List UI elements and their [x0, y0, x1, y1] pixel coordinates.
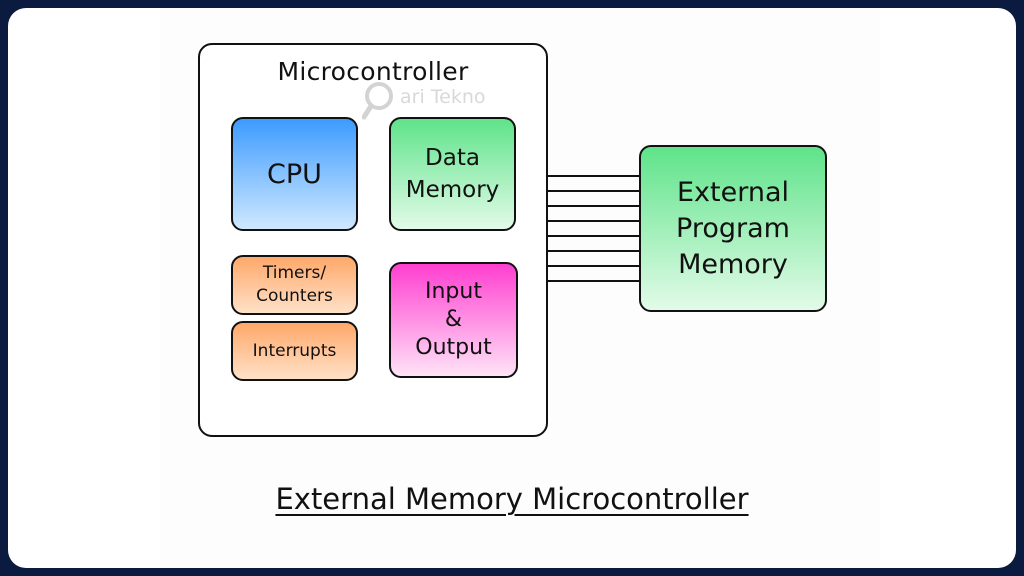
data-memory-block: Data Memory [389, 117, 516, 231]
external-program-memory-block: External Program Memory [639, 145, 827, 312]
cpu-block: CPU [231, 117, 358, 231]
diagram-caption: External Memory Microcontroller [0, 482, 1024, 516]
caption-text: External Memory Microcontroller [275, 482, 749, 516]
timers-counters-block: Timers/ Counters [231, 255, 358, 315]
magnifier-icon [362, 82, 393, 120]
watermark-logo: ari Tekno [362, 80, 486, 120]
watermark-text: ari Tekno [400, 86, 486, 108]
microcontroller-title: Microcontroller [277, 57, 469, 86]
interrupts-block: Interrupts [231, 321, 358, 381]
input-output-block: Input & Output [389, 262, 518, 378]
